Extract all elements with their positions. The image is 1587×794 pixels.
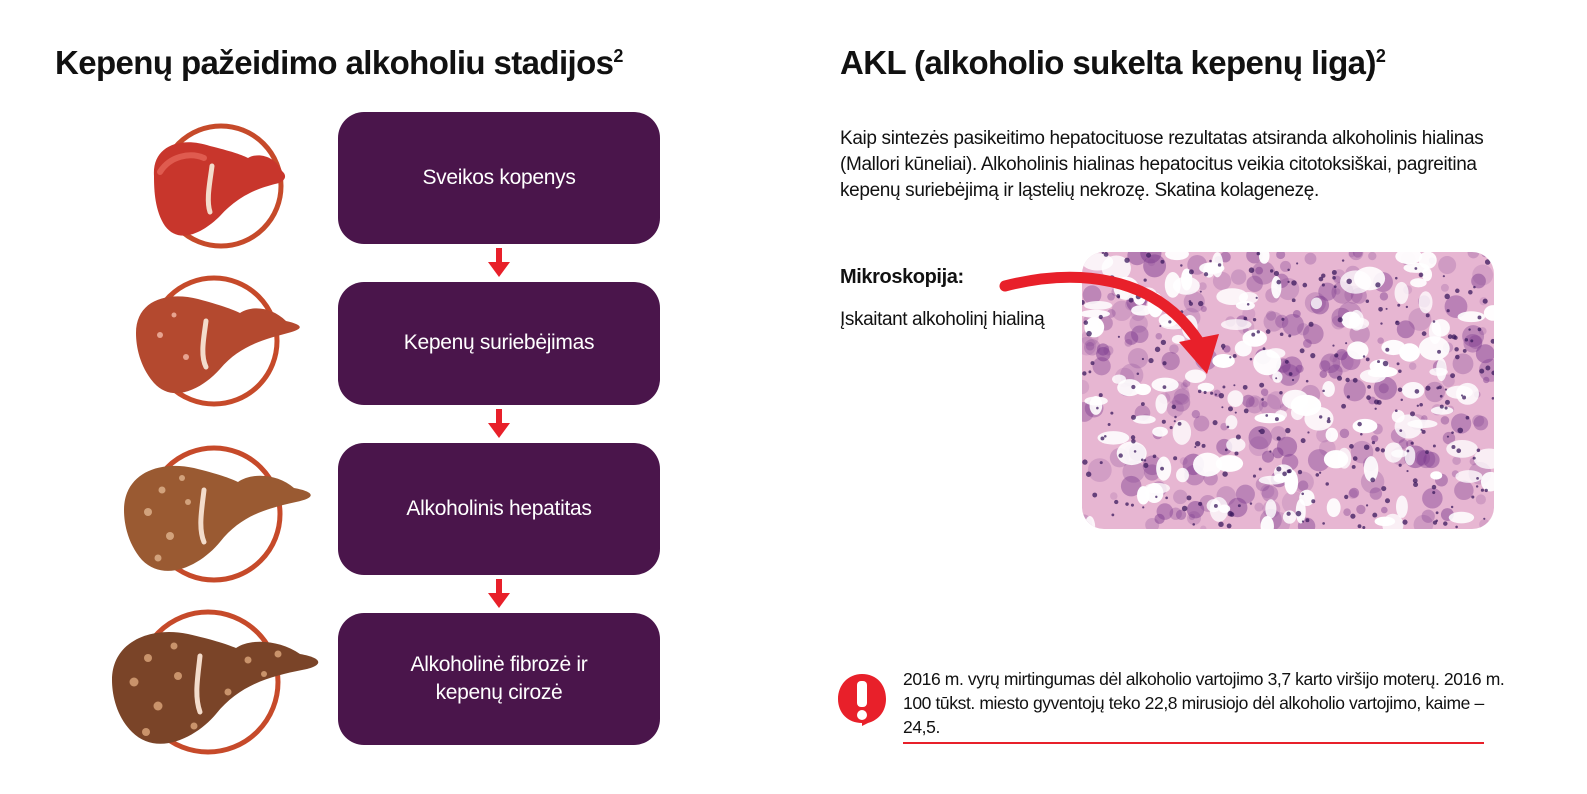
exclamation-icon xyxy=(838,674,886,726)
stage-box-fatty: Kepenų suriebėjimas xyxy=(338,282,660,405)
fatty-liver-icon xyxy=(136,275,300,407)
microscopy-heading: Mikroskopija: xyxy=(840,266,964,288)
stage-box-healthy: Sveikos kopenys xyxy=(338,112,660,244)
hepatitis-liver-icon xyxy=(124,445,311,583)
right-title-reference: 2 xyxy=(1375,46,1386,66)
right-title: AKL (alkoholio sukelta kepenų liga)2 xyxy=(840,44,1386,82)
intro-paragraph: Kaip sintezės pasikeitimo hepatocituose … xyxy=(840,128,1484,201)
left-title-reference: 2 xyxy=(613,46,623,66)
down-arrow-icon xyxy=(488,579,510,608)
stage-box-hepatitis: Alkoholinis hepatitas xyxy=(338,443,660,575)
cirrhosis-liver-icon xyxy=(112,609,319,755)
microscopy-caption: Įskaitant alkoholinį hialiną xyxy=(840,309,1045,330)
stage-box-cirrhosis: Alkoholinė fibrozė ir kepenų cirozė xyxy=(338,613,660,745)
micrograph-tissue xyxy=(1082,252,1494,529)
right-title-text: AKL (alkoholio sukelta kepenų liga) xyxy=(840,44,1376,81)
micrograph-image xyxy=(1082,252,1494,529)
down-arrow-icon xyxy=(488,248,510,277)
healthy-liver-icon xyxy=(153,123,286,249)
curved-arrow-icon xyxy=(999,271,1219,374)
left-title: Kepenų pažeidimo alkoholiu stadijos2 xyxy=(55,44,623,82)
left-title-text: Kepenų pažeidimo alkoholiu stadijos xyxy=(55,44,614,81)
statistics-note: 2016 m. vyrų mirtingumas dėl alkoholio v… xyxy=(903,669,1505,737)
down-arrow-icon xyxy=(488,409,510,438)
note-underline xyxy=(903,742,1484,744)
